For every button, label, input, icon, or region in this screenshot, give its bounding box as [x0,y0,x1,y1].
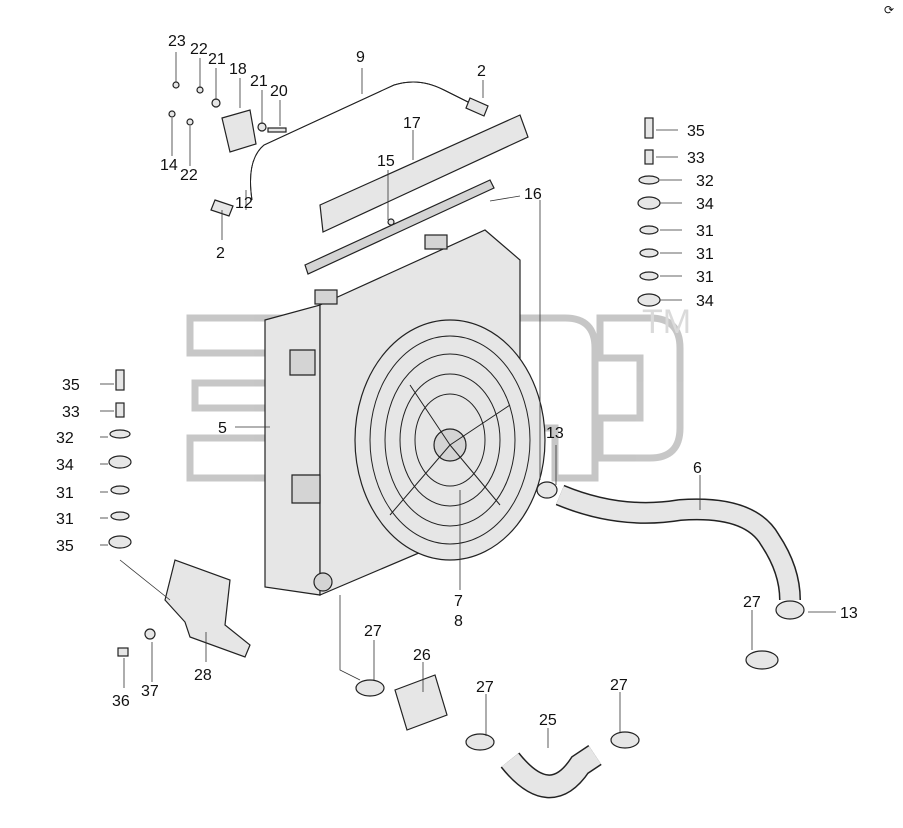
radiator-port [291,474,321,504]
callout-35: 35 [687,123,705,140]
callout-17: 17 [403,115,421,132]
watermark-tm: TM [642,303,691,341]
clamp-13a [536,481,558,499]
callout-27: 27 [610,677,628,694]
fan-assembly-7-8 [354,319,546,561]
callout-34: 34 [696,293,714,310]
callout-labels: 23 22 21 18 21 20 9 2 17 14 22 15 16 12 … [56,33,858,729]
hose-26 [394,674,448,731]
callout-12: 12 [235,195,253,212]
callout-31: 31 [56,511,74,528]
callout-34: 34 [696,196,714,213]
radiator-outlet [313,572,333,592]
callout-5: 5 [218,420,227,437]
clamp-27b [465,733,495,751]
clip-2b [210,199,234,217]
callout-32: 32 [696,173,714,190]
callout-23: 23 [168,33,186,50]
callout-26: 26 [413,647,431,664]
callout-21: 21 [250,73,268,90]
callout-8: 8 [454,613,463,630]
bracket-18 [221,109,257,153]
callout-6: 6 [693,460,702,477]
callout-34: 34 [56,457,74,474]
hose-6-fill [556,486,800,601]
callout-28: 28 [194,667,212,684]
callout-2: 2 [216,245,225,262]
callout-31: 31 [696,269,714,286]
clamp-27d [745,650,779,670]
clamp-13b [775,600,805,620]
washer-21a [211,98,221,108]
washer-37 [144,628,156,640]
callout-35: 35 [56,538,74,555]
callout-22: 22 [180,167,198,184]
callout-20: 20 [270,83,288,100]
callout-2: 2 [477,63,486,80]
callout-7: 7 [454,593,463,610]
radiator-inlet [289,349,316,376]
corner-mark: ⟳ [884,3,894,17]
leader-lines [100,52,836,748]
callout-13: 13 [546,425,564,442]
mount-block-2 [424,234,448,250]
callout-16: 16 [524,186,542,203]
radiator-tank-5 [264,304,321,596]
washer-stack-right [637,117,661,307]
washer-21b [257,122,267,132]
bolt-20 [267,127,287,133]
clamp-27a [355,679,385,697]
callout-14: 14 [160,157,178,174]
callout-13: 13 [840,605,858,622]
callout-27: 27 [476,679,494,696]
clamp-27c [610,731,640,749]
callout-31: 31 [696,246,714,263]
washer-14 [168,110,176,118]
callout-33: 33 [62,404,80,421]
bolt-36 [117,647,129,657]
washer-22b [186,118,194,126]
callout-33: 33 [687,150,705,167]
callout-35: 35 [62,377,80,394]
callout-9: 9 [356,49,365,66]
callout-21: 21 [208,51,226,68]
bracket-28 [164,559,251,658]
callout-31: 31 [696,223,714,240]
callout-27: 27 [743,594,761,611]
hose-25-fill [501,746,601,797]
callout-32: 32 [56,430,74,447]
screw-15 [387,218,395,226]
nut-23 [172,81,180,89]
washer-stack-left [108,369,132,549]
callout-37: 37 [141,683,159,700]
cover-plate-17 [319,114,529,233]
callout-36: 36 [112,693,130,710]
rod-9-highlight [250,81,475,201]
strip-16 [304,179,495,275]
callout-18: 18 [229,61,247,78]
clip-2a [465,97,489,117]
callout-15: 15 [377,153,395,170]
callout-22: 22 [190,41,208,58]
callout-25: 25 [539,712,557,729]
callout-31: 31 [56,485,74,502]
mount-block [314,289,338,305]
callout-27: 27 [364,623,382,640]
